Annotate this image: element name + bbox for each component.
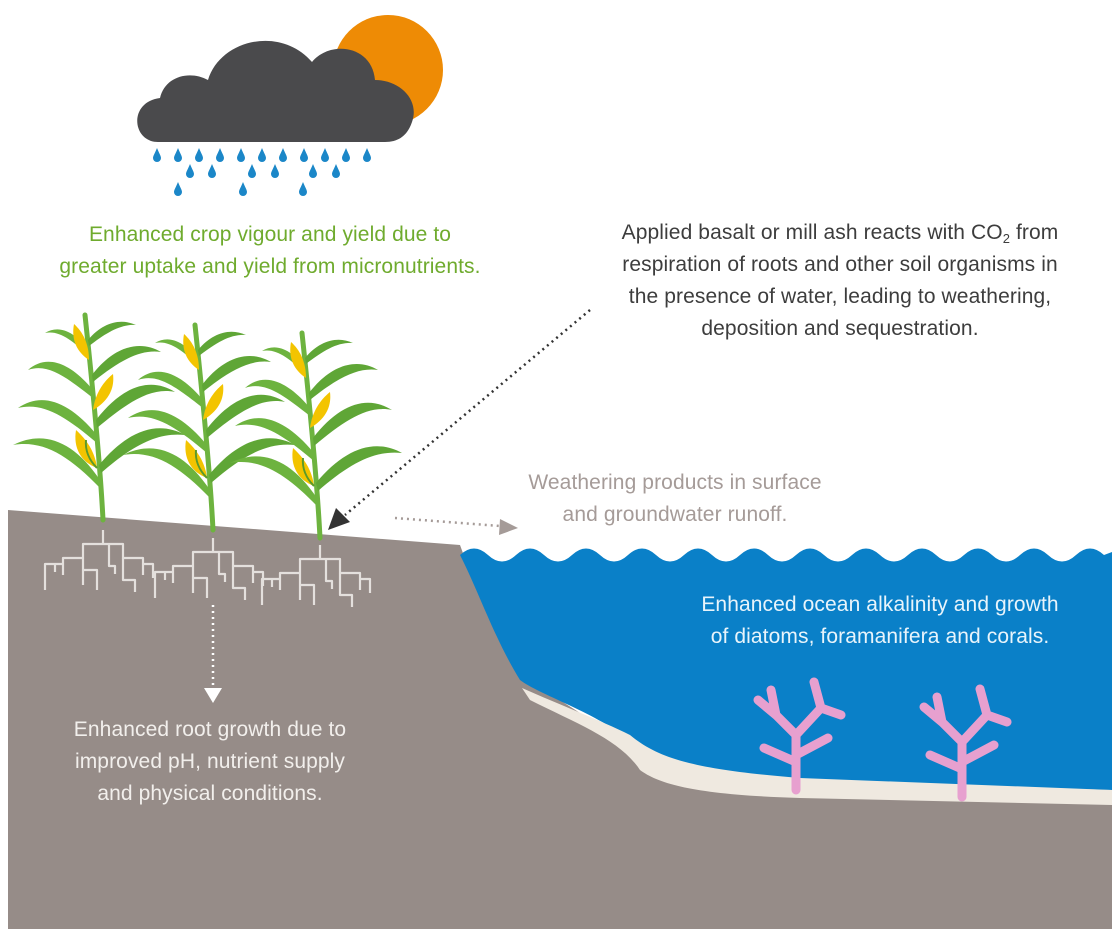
root-growth-line: improved pH, nutrient supply	[74, 750, 346, 773]
basalt-reaction-line: Applied basalt or mill ash reacts with C…	[560, 217, 1112, 249]
basalt-reaction-label: Applied basalt or mill ash reacts with C…	[560, 217, 1112, 345]
arrow-icon	[204, 605, 222, 703]
basalt-reaction-text: from	[1010, 221, 1059, 244]
arrow-icon	[394, 516, 518, 535]
cloud-icon	[137, 40, 414, 142]
raindrop-icon	[153, 148, 371, 196]
basalt-reaction-line: the presence of water, leading to weathe…	[628, 285, 1052, 308]
ocean-alkalinity-line: Enhanced ocean alkalinity and growth	[701, 593, 1059, 616]
runoff-line: Weathering products in surface	[528, 471, 822, 494]
co2-subscript: 2	[1002, 231, 1011, 246]
basalt-reaction-line: respiration of roots and other soil orga…	[622, 253, 1058, 276]
ocean-alkalinity-line: of diatoms, foramanifera and corals.	[710, 625, 1050, 648]
sand-seabed	[522, 688, 1112, 805]
basalt-reaction-line: deposition and sequestration.	[701, 317, 979, 340]
runoff-label: Weathering products in surface and groun…	[470, 467, 880, 531]
crop-vigour-line: Enhanced crop vigour and yield due to	[88, 223, 452, 246]
root-growth-line: Enhanced root growth due to	[73, 718, 347, 741]
root-growth-label: Enhanced root growth due to improved pH,…	[20, 714, 400, 810]
maize-plant-icon	[230, 333, 402, 538]
crop-vigour-line: greater uptake and yield from micronutri…	[59, 255, 481, 278]
root-growth-line: and physical conditions.	[97, 782, 323, 805]
ocean-alkalinity-label: Enhanced ocean alkalinity and growth of …	[630, 589, 1112, 653]
runoff-line: and groundwater runoff.	[562, 503, 788, 526]
arrow-icon	[328, 309, 591, 530]
crop-vigour-label: Enhanced crop vigour and yield due to gr…	[0, 219, 540, 283]
basalt-reaction-text: Applied basalt or mill ash reacts with C…	[621, 221, 1003, 244]
soil-ground	[8, 510, 1112, 929]
